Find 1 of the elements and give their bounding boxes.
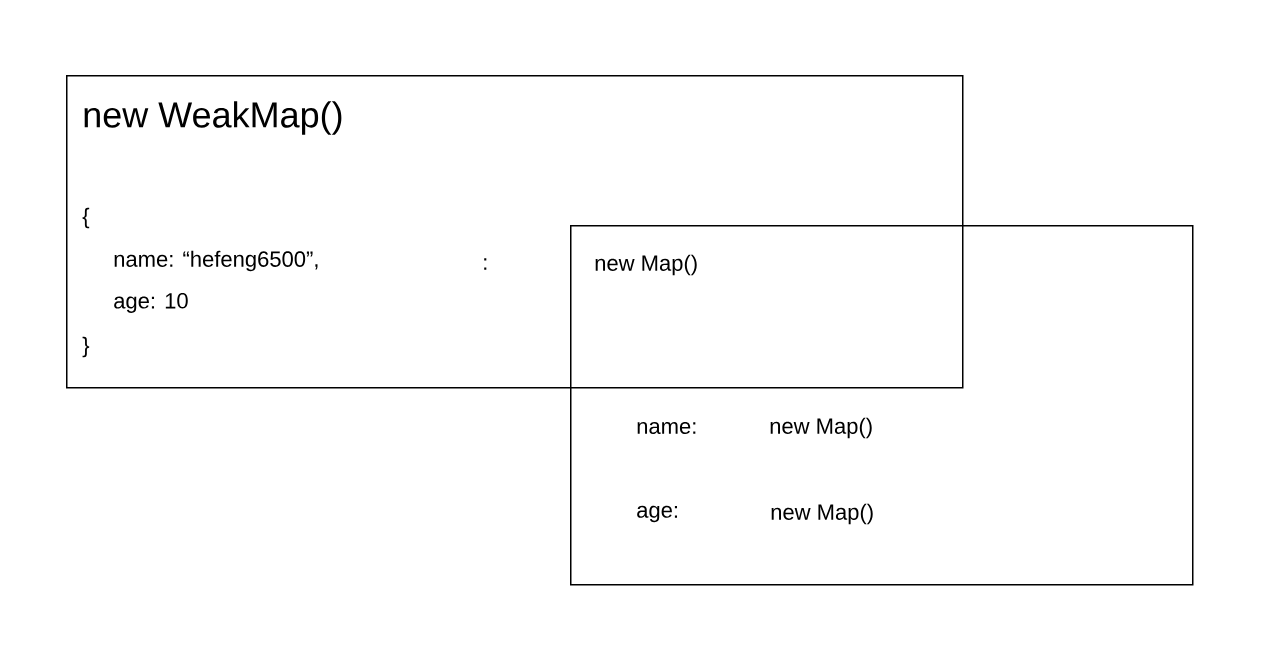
object-box: new Map() name: new Map() age: new Map() xyxy=(570,225,1194,586)
